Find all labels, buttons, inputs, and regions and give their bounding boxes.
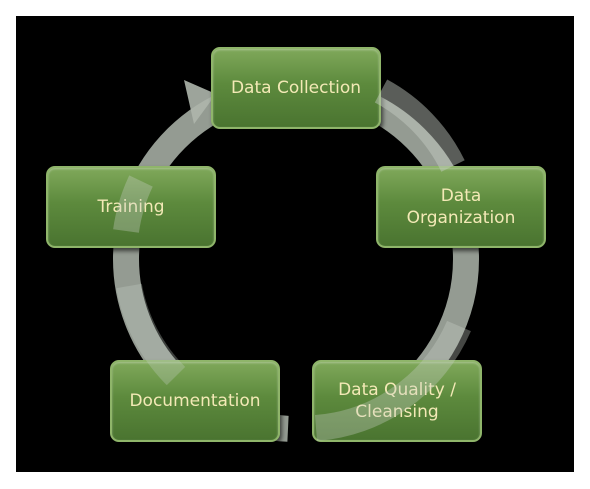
- diagram-canvas: Data Collection Data Organization Data Q…: [16, 16, 574, 472]
- arrow-head: [184, 80, 216, 124]
- step-documentation: Documentation: [110, 360, 280, 442]
- step-data-organization: Data Organization: [376, 166, 546, 248]
- step-data-quality-cleansing: Data Quality / Cleansing: [312, 360, 482, 442]
- step-training: Training: [46, 166, 216, 248]
- step-data-collection: Data Collection: [211, 47, 381, 129]
